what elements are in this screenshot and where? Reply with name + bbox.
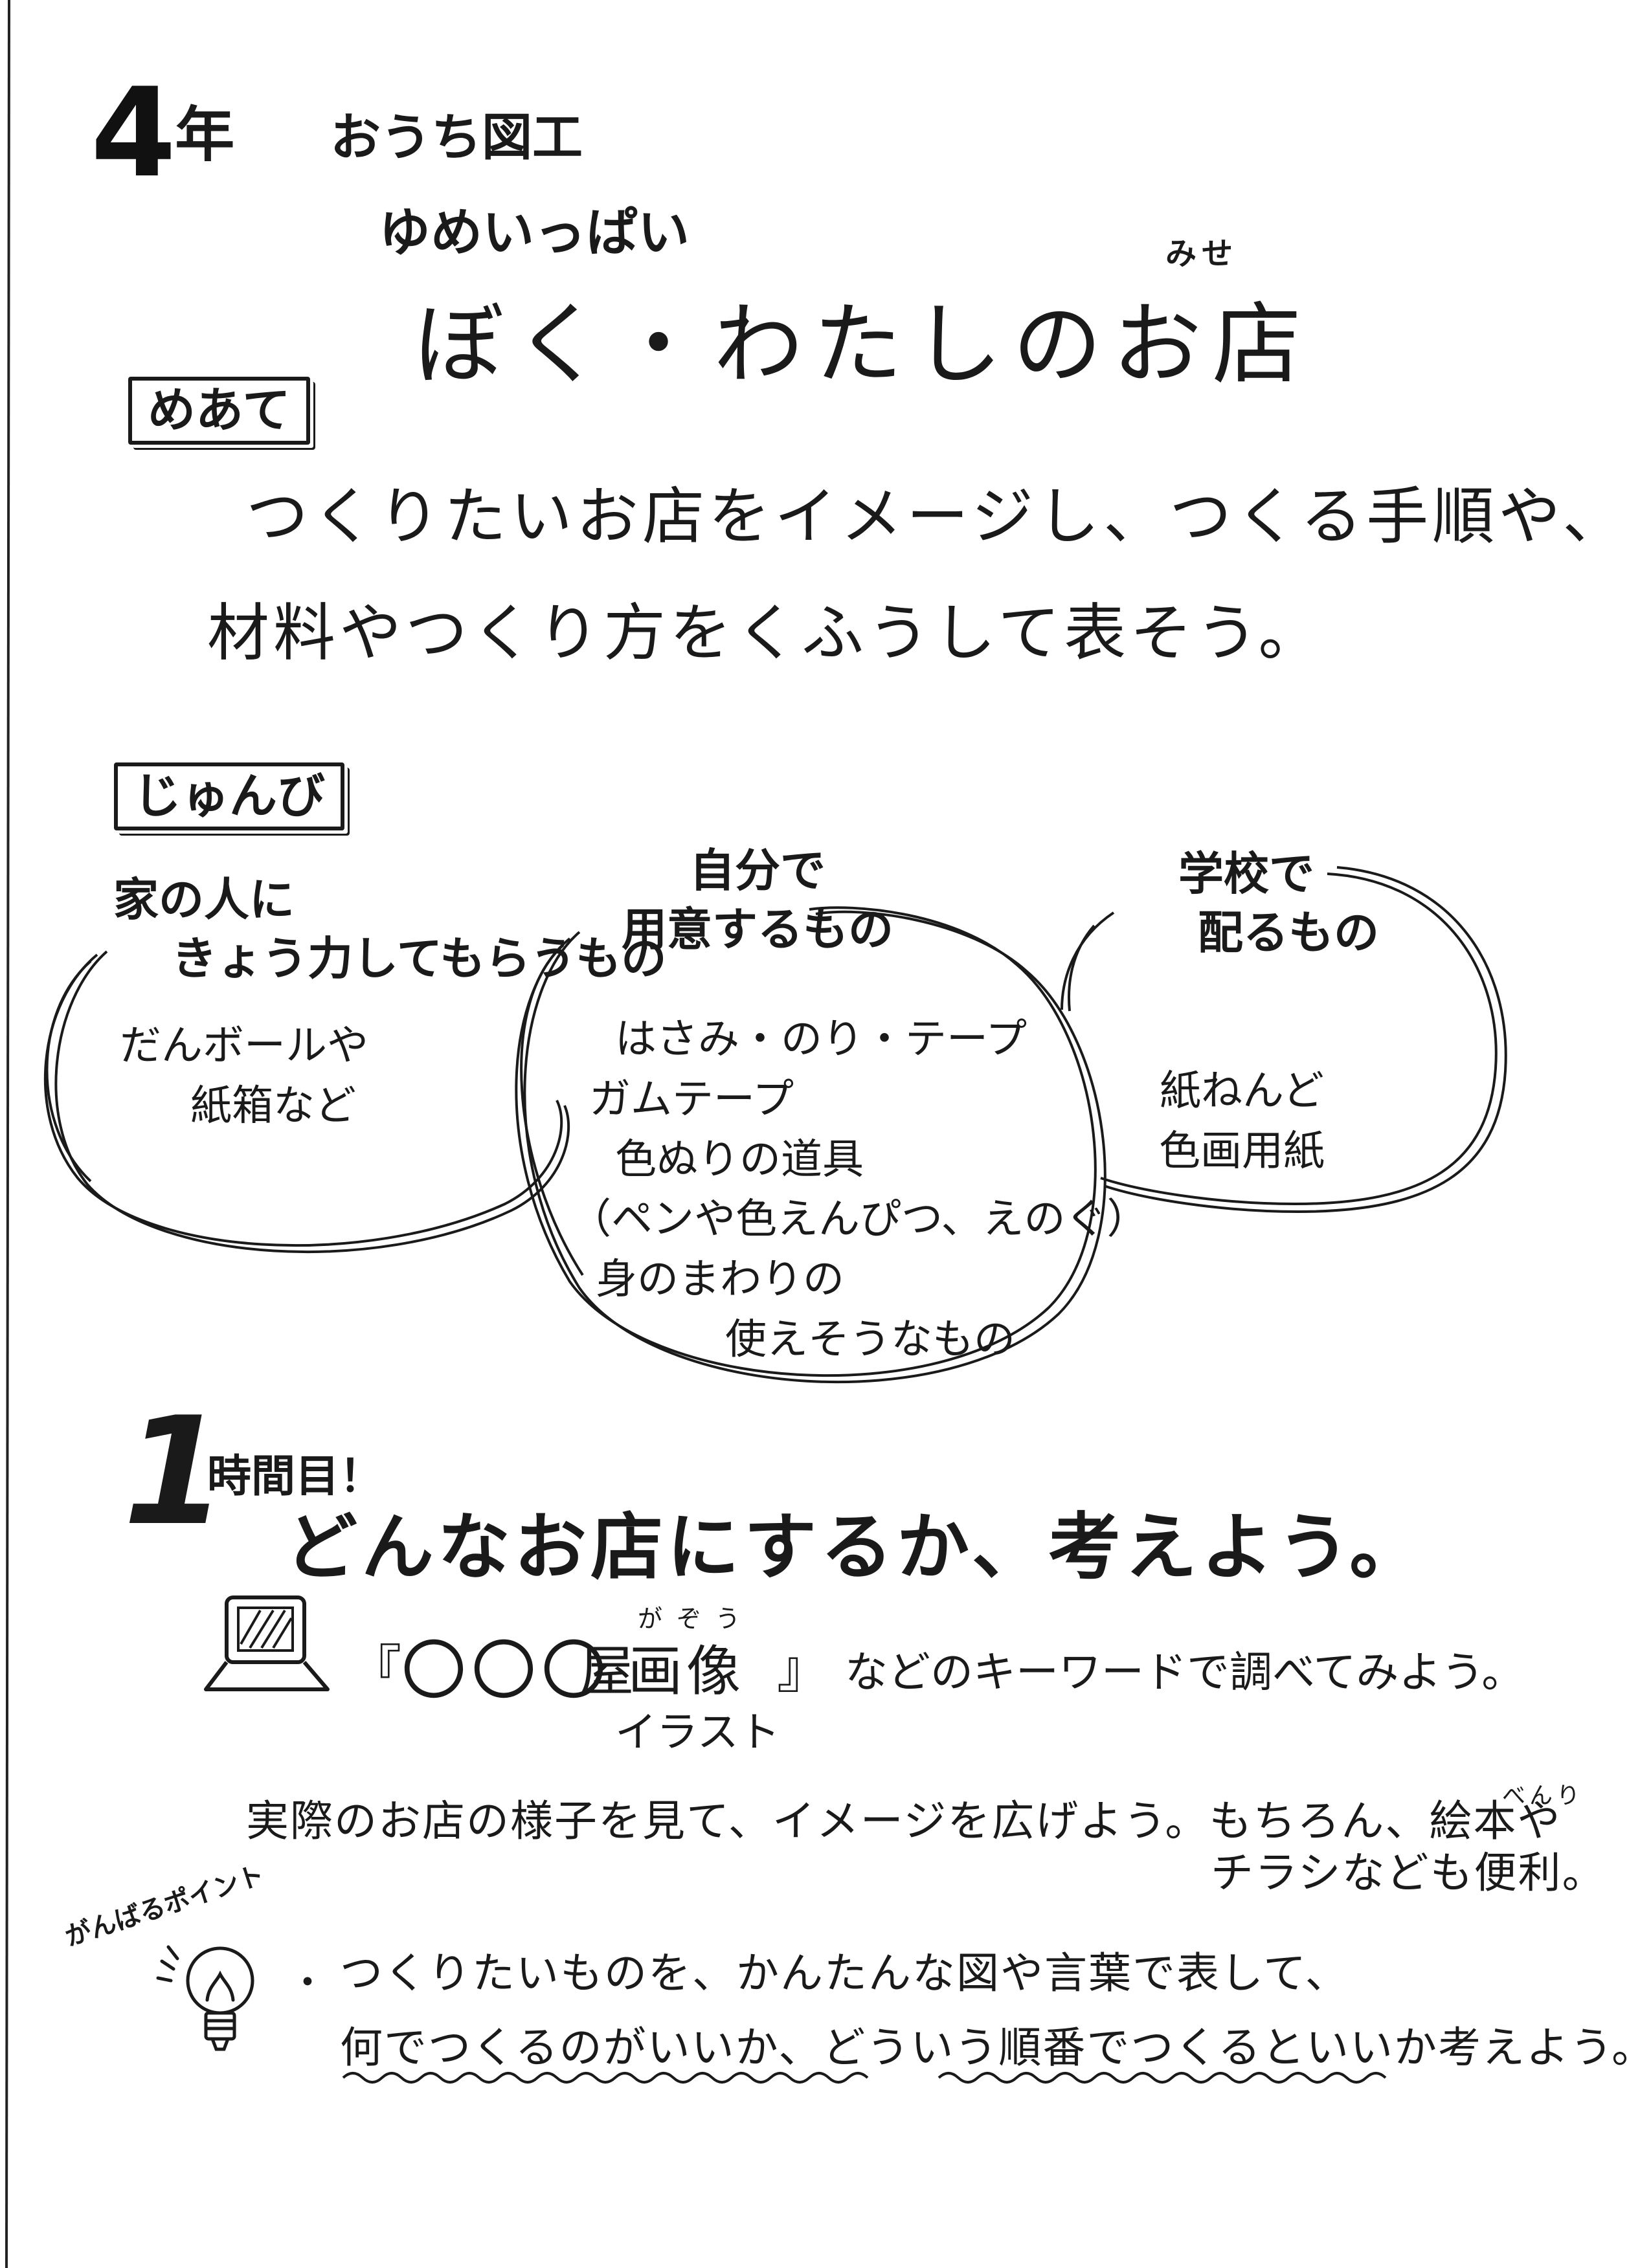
school-item-line2: 色画用紙 <box>1159 1127 1325 1175</box>
preparation-label: じゅんび <box>114 762 344 831</box>
self-heading: 自分で 用意するもの <box>622 841 893 959</box>
grade-unit: 年 <box>175 100 235 170</box>
self-item: 色ぬりの道具 <box>615 1135 864 1184</box>
home-heading-line1: 家の人に <box>113 873 295 926</box>
light-bulb-icon <box>156 1945 254 2051</box>
keyword-image-ruby: がぞう <box>638 1605 755 1633</box>
keyword-image: 画像 <box>628 1640 745 1703</box>
page-subtitle: ゆめいっぱい <box>379 203 690 263</box>
goal-text-line1: つくりたいお店をイメージし、つくる手順や、 <box>246 480 1629 553</box>
research-text-line1: 実際のお店の様子を見て、イメージを広げよう。もちろん、絵本や <box>246 1796 1562 1846</box>
school-items: 紙ねんど 色画用紙 <box>1159 1062 1325 1182</box>
keyword-illustration: イラスト <box>615 1709 780 1757</box>
school-item-line1: 紙ねんど <box>1159 1067 1325 1115</box>
self-items: はさみ・のり・テープ ガムテープ 色ぬりの道具 （ペンや色えんぴつ、えのぐ） 身… <box>570 1010 1148 1370</box>
self-heading-line1: 自分で <box>690 844 826 897</box>
self-heading-line2: 用意するもの <box>622 903 893 956</box>
self-item: ガムテープ <box>589 1075 794 1124</box>
lesson-number: 1 <box>123 1386 227 1559</box>
goal-label: めあて <box>128 377 310 445</box>
keyword-open-bracket: 『 <box>350 1640 401 1700</box>
benri-ruby: べんり <box>1502 1783 1584 1809</box>
home-item-line2: 紙箱など <box>190 1082 356 1130</box>
goal-text-line2: 材料やつくり方をくふうして表そう。 <box>207 597 1325 669</box>
home-items: だんボールや 紙箱など <box>120 1016 368 1137</box>
grade-number: 4 <box>91 61 176 205</box>
lesson-title: どんなお店にするか、考えよう。 <box>285 1506 1426 1590</box>
keyword-instruction: などのキーワードで調べてみよう。 <box>845 1647 1525 1697</box>
home-heading: 家の人に きょう力してもらうもの <box>113 871 666 988</box>
home-heading-line2: きょう力してもらうもの <box>172 932 667 985</box>
school-heading: 学校で 配るもの <box>1114 845 1379 962</box>
self-item: 使えそうなもの <box>725 1315 1015 1364</box>
home-item-line1: だんボールや <box>120 1022 368 1070</box>
lesson-time-label: 時間目！ <box>207 1451 384 1502</box>
keyword-placeholder-circles: 〇〇〇 <box>401 1633 611 1709</box>
self-item: はさみ・のり・テープ <box>615 1016 1028 1063</box>
self-item: 身のまわりの <box>596 1256 844 1304</box>
tip-line1: つくりたいものを、かんたんな図や言葉で表して、 <box>340 1948 1349 1998</box>
tip-line2: 何でつくるのがいいか、どういう順番でつくるといいか考えよう。 <box>340 2023 1651 2073</box>
grade-heading: 4 年 <box>91 61 235 205</box>
title-ruby: みせ <box>1165 236 1239 272</box>
self-item: （ペンや色えんぴつ、えのぐ） <box>570 1195 1149 1244</box>
wavy-underline <box>342 2072 1387 2084</box>
research-text-line2: チラシなども便利。 <box>1211 1848 1606 1898</box>
laptop-icon <box>204 1595 330 1691</box>
preparation-circles <box>43 866 1507 1384</box>
course-name: おうち図工 <box>330 109 583 167</box>
tip-bullet: ・ <box>288 1961 327 2006</box>
school-heading-line2: 配るもの <box>1198 906 1379 959</box>
keyword-close-bracket: 』 <box>777 1640 829 1700</box>
school-circle <box>1061 911 1115 1010</box>
keyword-shop: 屋 <box>579 1640 635 1703</box>
school-heading-line1: 学校で <box>1178 847 1314 900</box>
page-title: ぼく・わたしのお店 <box>414 293 1312 397</box>
